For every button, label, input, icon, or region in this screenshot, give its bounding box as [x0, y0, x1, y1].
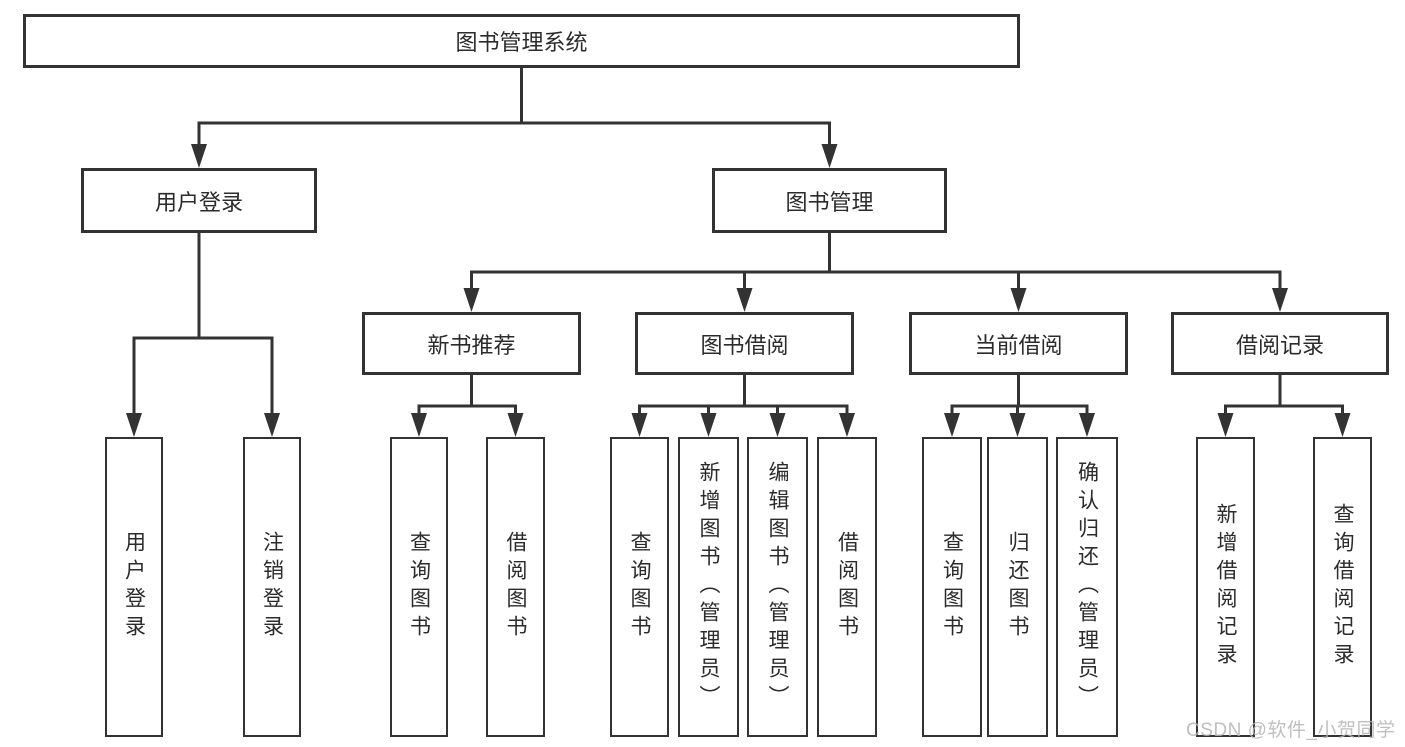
- leaf-query-books-borrowing-label: 查询图书: [628, 531, 651, 643]
- leaf-add-book-admin-label: 新增图书（管理员）: [697, 461, 720, 713]
- node-book-borrowing-label: 图书借阅: [700, 332, 789, 358]
- leaf-borrow-books: 借阅图书: [817, 437, 877, 737]
- node-borrowing-records-label: 借阅记录: [1235, 332, 1324, 358]
- node-book-management: 图书管理: [712, 168, 947, 233]
- node-user-login-label: 用户登录: [154, 189, 243, 215]
- leaf-edit-book-admin-label: 编辑图书（管理员）: [766, 461, 789, 713]
- leaf-return-books-label: 归还图书: [1006, 531, 1029, 643]
- leaf-query-borrow-record-label: 查询借阅记录: [1331, 503, 1354, 671]
- leaf-user-login: 用户登录: [105, 437, 163, 737]
- leaf-query-books-borrowing: 查询图书: [610, 437, 669, 737]
- node-root-label: 图书管理系统: [455, 30, 588, 55]
- leaf-add-book-admin: 新增图书（管理员）: [678, 437, 739, 737]
- leaf-confirm-return-admin: 确认归还（管理员）: [1056, 437, 1118, 737]
- leaf-edit-book-admin: 编辑图书（管理员）: [747, 437, 808, 737]
- node-root: 图书管理系统: [23, 14, 1020, 68]
- leaf-confirm-return-admin-label: 确认归还（管理员）: [1075, 461, 1099, 713]
- node-new-book-recommend: 新书推荐: [362, 312, 581, 375]
- node-user-login: 用户登录: [81, 168, 317, 233]
- leaf-add-borrow-record-label: 新增借阅记录: [1214, 503, 1237, 671]
- leaf-logout: 注销登录: [243, 437, 301, 737]
- node-current-borrowing: 当前借阅: [909, 312, 1128, 375]
- leaf-query-books-recommend-label: 查询图书: [407, 531, 431, 643]
- leaf-borrow-books-recommend: 借阅图书: [486, 437, 545, 737]
- leaf-add-borrow-record: 新增借阅记录: [1196, 437, 1255, 737]
- leaf-query-books-recommend: 查询图书: [390, 437, 448, 737]
- leaf-query-books-current: 查询图书: [922, 437, 982, 737]
- node-borrowing-records: 借阅记录: [1171, 312, 1389, 375]
- leaf-query-borrow-record: 查询借阅记录: [1313, 437, 1372, 737]
- leaf-borrow-books-recommend-label: 借阅图书: [504, 531, 527, 643]
- leaf-query-books-current-label: 查询图书: [940, 531, 964, 643]
- node-book-management-label: 图书管理: [785, 189, 874, 215]
- leaf-user-login-label: 用户登录: [122, 531, 146, 643]
- leaf-return-books: 归还图书: [987, 437, 1048, 737]
- leaf-borrow-books-label: 借阅图书: [835, 531, 859, 643]
- node-current-borrowing-label: 当前借阅: [974, 332, 1063, 358]
- leaf-logout-label: 注销登录: [260, 531, 284, 643]
- node-new-book-recommend-label: 新书推荐: [427, 332, 516, 358]
- watermark: CSDN @软件_小贺同学: [1186, 720, 1396, 741]
- node-book-borrowing: 图书借阅: [635, 312, 854, 375]
